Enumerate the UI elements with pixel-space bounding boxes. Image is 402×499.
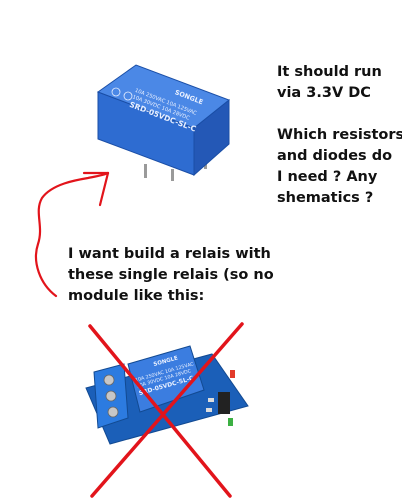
relay-module-image: SONGLE 10A 250VAC 10A 125VAC 10A 30VDC 1… <box>85 322 249 498</box>
voltage-note: It should run via 3.3V DC <box>277 64 382 101</box>
intent-note: I want build a relais with these single … <box>68 246 274 304</box>
question-note: Which resistors and diodes do I need ? A… <box>277 127 402 206</box>
single-relay-image: SONGLE 10A 250VAC 10A 125VAC 10A 30VDC 1… <box>96 64 230 181</box>
